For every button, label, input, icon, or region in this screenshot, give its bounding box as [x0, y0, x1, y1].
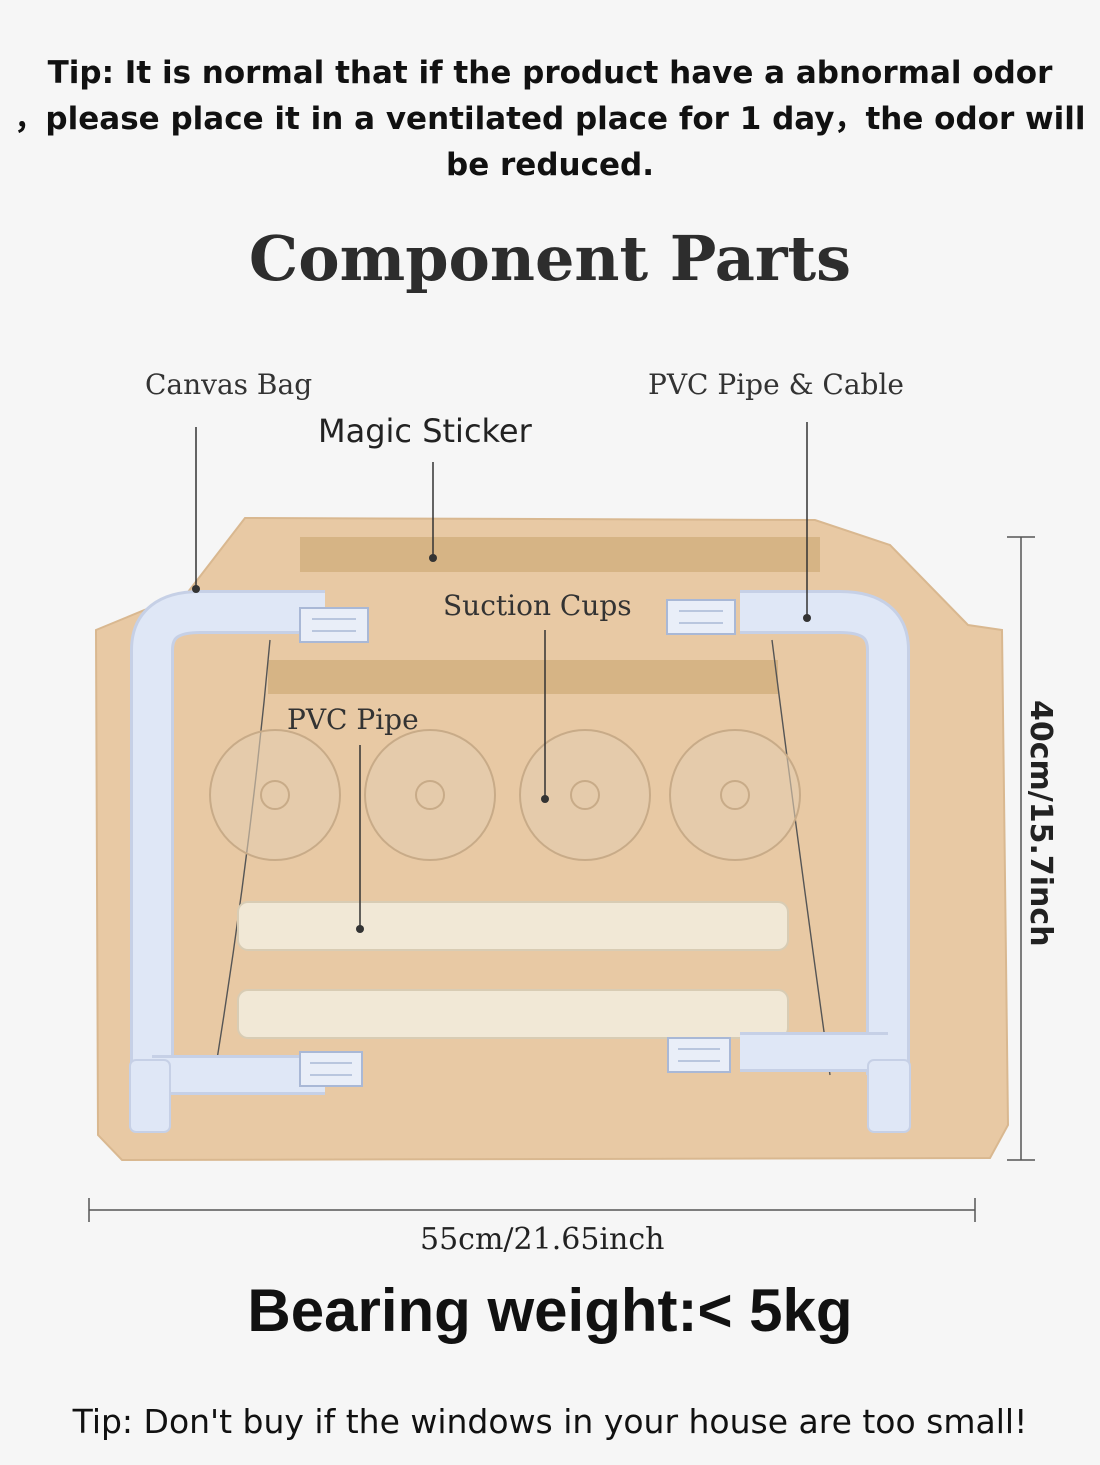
page-title: Component Parts: [248, 222, 852, 295]
pvc-frame-right-fill: [740, 593, 907, 1075]
suction-cups: [209, 729, 801, 861]
label-pvc-pipe-cable: PVC Pipe & Cable: [648, 368, 904, 401]
label-magic-sticker: Magic Sticker: [318, 412, 532, 450]
width-dimension-line: [88, 1198, 976, 1222]
label-canvas-bag: Canvas Bag: [145, 368, 313, 401]
bearing-weight: Bearing weight:< 5kg: [247, 1277, 853, 1344]
leader-dots: [192, 554, 811, 933]
connector-clips: [299, 599, 736, 1087]
tip-bottom: Tip: Don't buy if the windows in your ho…: [72, 1402, 1028, 1441]
pvc-frame-right-foot: [867, 1059, 911, 1133]
clip-grooves: [310, 610, 723, 1076]
pvc-frame-left-fill: [133, 593, 325, 1075]
dimension-width: 55cm/21.65inch: [420, 1222, 665, 1257]
label-suction-cups: Suction Cups: [443, 589, 632, 622]
tip-top: Tip: It is normal that if the product ha…: [14, 55, 1086, 183]
magic-sticker-middle: [268, 660, 778, 694]
dimension-height: 40cm/15.7inch: [1023, 700, 1058, 947]
pvc-rod-upper: [237, 901, 789, 951]
pvc-rod-lower: [237, 989, 789, 1039]
magic-sticker-top: [300, 537, 820, 572]
cable-left: [211, 639, 271, 1091]
pvc-frame-left-foot: [129, 1059, 171, 1133]
label-pvc-pipe: PVC Pipe: [287, 703, 419, 736]
cable-right: [771, 639, 831, 1076]
height-dimension-line: [1007, 536, 1035, 1161]
leader-lines: [195, 422, 808, 927]
